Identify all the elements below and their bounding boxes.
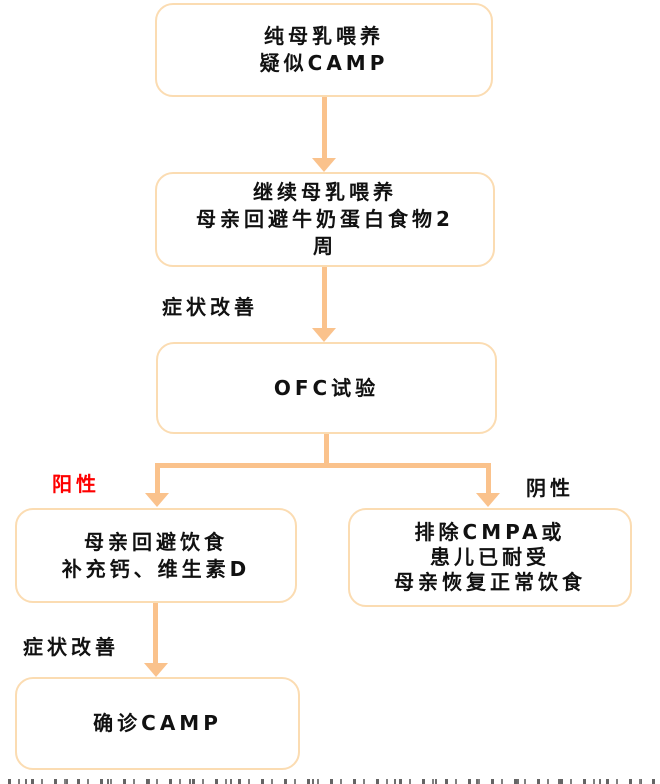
arrow-positive-to-diagnosis xyxy=(153,603,158,664)
arrowhead-down-icon xyxy=(476,493,500,507)
arrowhead-down-icon xyxy=(144,663,168,677)
node-text-line: 补充钙、维生素D xyxy=(61,556,251,581)
arrow-elimination-to-ofc xyxy=(322,267,327,329)
node-text-line: 确诊CAMP xyxy=(93,711,222,735)
arrow-branch-to-positive xyxy=(155,463,160,494)
label-symptom-improvement-1: 症状改善 xyxy=(162,295,258,319)
node-text-line: 母亲回避饮食 xyxy=(84,529,228,554)
node-text-line: OFC试验 xyxy=(273,375,380,400)
arrowhead-down-icon xyxy=(312,328,336,342)
arrowhead-down-icon xyxy=(145,493,169,507)
node-suspected-cmpa: 纯母乳喂养 疑似CAMP xyxy=(155,3,493,97)
label-symptom-improvement-2: 症状改善 xyxy=(23,635,119,659)
node-negative-action: 排除CMPA或 患儿已耐受 母亲恢复正常饮食 xyxy=(348,508,632,607)
label-negative-branch: 阴性 xyxy=(526,476,574,500)
node-ofc-test: OFC试验 xyxy=(156,342,497,434)
node-text-line: 排除CMPA或 xyxy=(414,520,566,544)
node-text-line: 纯母乳喂养 xyxy=(264,24,384,48)
node-text-line: 母亲回避牛奶蛋白食物2 xyxy=(196,207,454,231)
node-maternal-elimination-diet: 继续母乳喂养 母亲回避牛奶蛋白食物2 周 xyxy=(155,172,495,267)
label-positive-branch: 阳性 xyxy=(52,472,100,496)
clipped-text-fragment xyxy=(8,779,656,784)
node-text-line: 周 xyxy=(313,234,337,258)
arrowhead-down-icon xyxy=(312,158,336,172)
arrow-ofc-branch-horizontal xyxy=(155,463,491,468)
node-text-line: 母亲恢复正常饮食 xyxy=(394,570,586,594)
node-positive-action: 母亲回避饮食 补充钙、维生素D xyxy=(15,508,297,603)
arrow-start-to-elimination xyxy=(322,97,327,159)
arrow-ofc-branch-stem xyxy=(324,434,329,465)
node-text-line: 患儿已耐受 xyxy=(430,545,550,569)
node-text-line: 继续母乳喂养 xyxy=(253,180,397,204)
node-text-line: 疑似CAMP xyxy=(259,51,389,75)
node-confirmed-diagnosis: 确诊CAMP xyxy=(15,677,300,770)
arrow-branch-to-negative xyxy=(486,463,491,494)
